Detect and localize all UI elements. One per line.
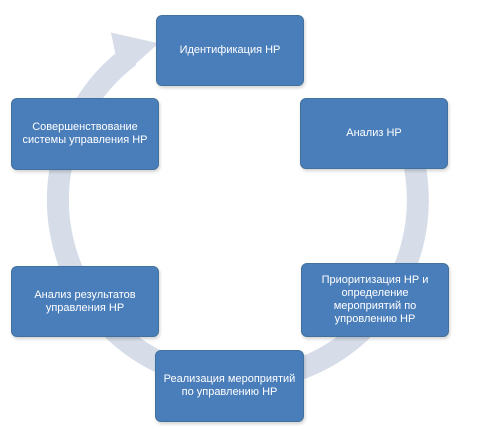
step-identification-box[interactable]: Идентификация НР — [156, 15, 304, 86]
step-label: Реализация мероприятий по управлению НР — [163, 373, 296, 398]
step-label: Совершенствование системы управления НР — [22, 121, 148, 146]
cycle-arrow-head — [110, 32, 159, 78]
step-prioritization-box[interactable]: Приоритизация НР и определение мероприят… — [301, 263, 449, 337]
step-label: Приоритизация НР и определение мероприят… — [321, 274, 429, 325]
step-analysis-box[interactable]: Анализ НР — [300, 98, 448, 169]
step-results-analysis-box[interactable]: Анализ результатов управления НР — [11, 266, 159, 337]
step-implementation-box[interactable]: Реализация мероприятий по управлению НР — [155, 350, 304, 422]
step-label: Анализ результатов управления НР — [34, 288, 136, 314]
step-improvement-box[interactable]: Совершенствование системы управления НР — [11, 98, 159, 170]
step-label: Анализ НР — [346, 127, 402, 139]
step-label: Идентификация НР — [179, 44, 281, 56]
